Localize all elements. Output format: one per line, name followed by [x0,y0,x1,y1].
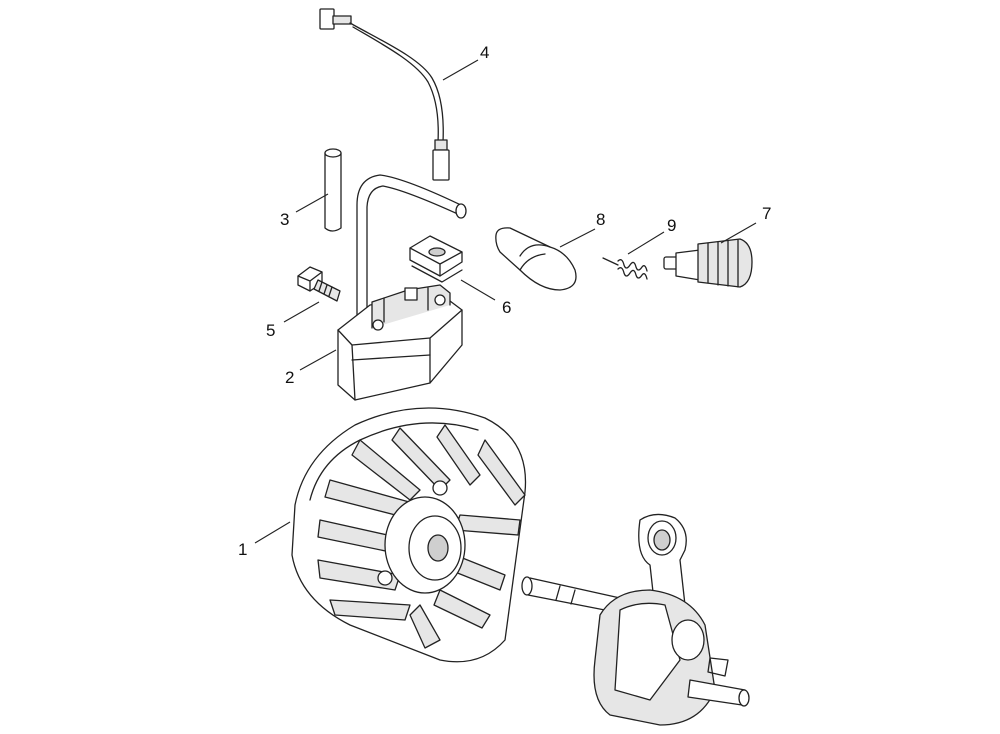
callout-9: 9 [667,216,676,235]
crankshaft[interactable] [521,513,750,726]
leader-9 [627,231,665,255]
part-4-wire[interactable] [319,8,450,181]
callout-7: 7 [762,204,771,223]
part-1-flywheel[interactable] [291,407,527,663]
leader-3 [295,193,329,213]
leader-2 [299,349,337,371]
callout-3: 3 [280,210,289,229]
part-9-spring[interactable] [602,257,648,280]
leader-8 [559,228,596,248]
part-7-spark-plug[interactable] [663,238,753,288]
callout-6: 6 [502,298,511,317]
callout-2: 2 [285,368,294,387]
part-5-screw[interactable] [297,266,341,302]
part-3-pin[interactable] [324,148,342,232]
callout-8: 8 [596,210,605,229]
callout-labels: 1 2 3 4 5 6 7 8 9 [238,43,771,559]
part-6-clip[interactable] [409,235,463,283]
callout-5: 5 [266,321,275,340]
leader-lines [254,59,757,544]
leader-4 [442,59,479,81]
leader-1 [254,521,291,544]
leader-5 [283,301,320,323]
callout-1: 1 [238,540,247,559]
leader-6 [460,279,496,301]
part-8-plug-boot[interactable] [495,227,577,291]
part-2-ignition-coil[interactable] [337,174,467,401]
leader-7 [720,222,757,244]
callout-4: 4 [480,43,489,62]
